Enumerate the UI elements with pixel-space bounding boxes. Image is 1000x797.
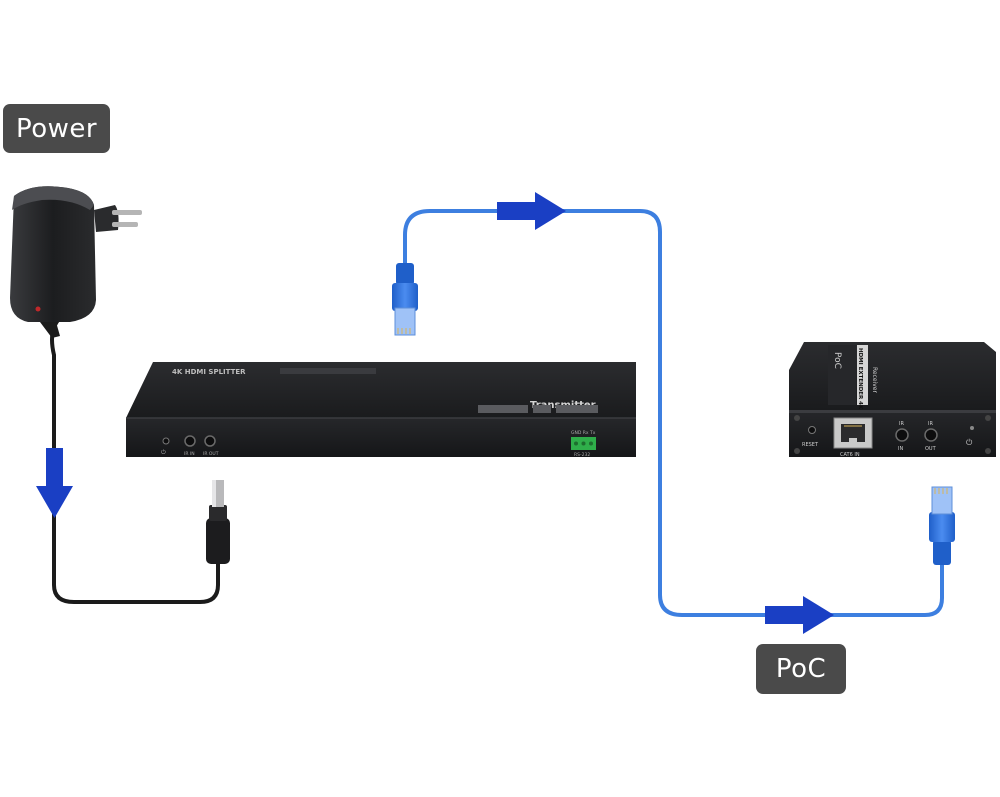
power-adapter [10,186,142,338]
ir-out-label: OUT [925,446,937,452]
ir-in-label: IN [898,446,903,452]
ir-out-port [204,435,216,447]
svg-text:⏻: ⏻ [161,449,166,456]
rj45-plug-transmitter [392,263,418,336]
ir-in-top-label: IR [899,421,904,427]
rj45-plug-receiver [929,486,955,565]
power-cable [50,316,220,604]
receiver-top-poc: PoC [832,352,842,369]
cat6-label: CAT6 IN [840,452,860,458]
poc-label: PoC [756,644,846,694]
receiver-top-name: Receiver [871,367,878,393]
ir-in-port [895,428,909,442]
reset-button[interactable] [808,426,816,434]
ir-out-top-label: IR [928,421,933,427]
rs232-pins-label: GND Rx Tx [571,430,596,436]
power-icon: ⏻ [966,438,973,447]
dc-jack-icon [162,437,170,445]
dc-barrel-plug [206,480,230,564]
arrow-right-icon [765,596,834,634]
transmitter-device: 4K HDMI SPLITTER Transmitter ⏻ IR IN IR … [126,362,636,458]
arrow-down-icon [36,448,73,518]
ir-out-port [924,428,938,442]
rs232-label: RS-232 [574,452,590,458]
receiver-top-model: HDMI EXTENDER 4K [857,348,863,410]
arrow-right-icon [497,192,566,230]
reset-label: RESET [802,442,819,448]
transmitter-top-text: 4K HDMI SPLITTER [172,368,246,376]
receiver-device: PoC HDMI EXTENDER 4K Receiver RESET CAT6… [789,342,996,458]
power-label: Power [3,104,110,153]
ir-out-label: IR OUT [203,451,219,457]
ir-in-label: IR IN [184,451,195,457]
ir-in-port [184,435,196,447]
network-cable [403,209,944,617]
